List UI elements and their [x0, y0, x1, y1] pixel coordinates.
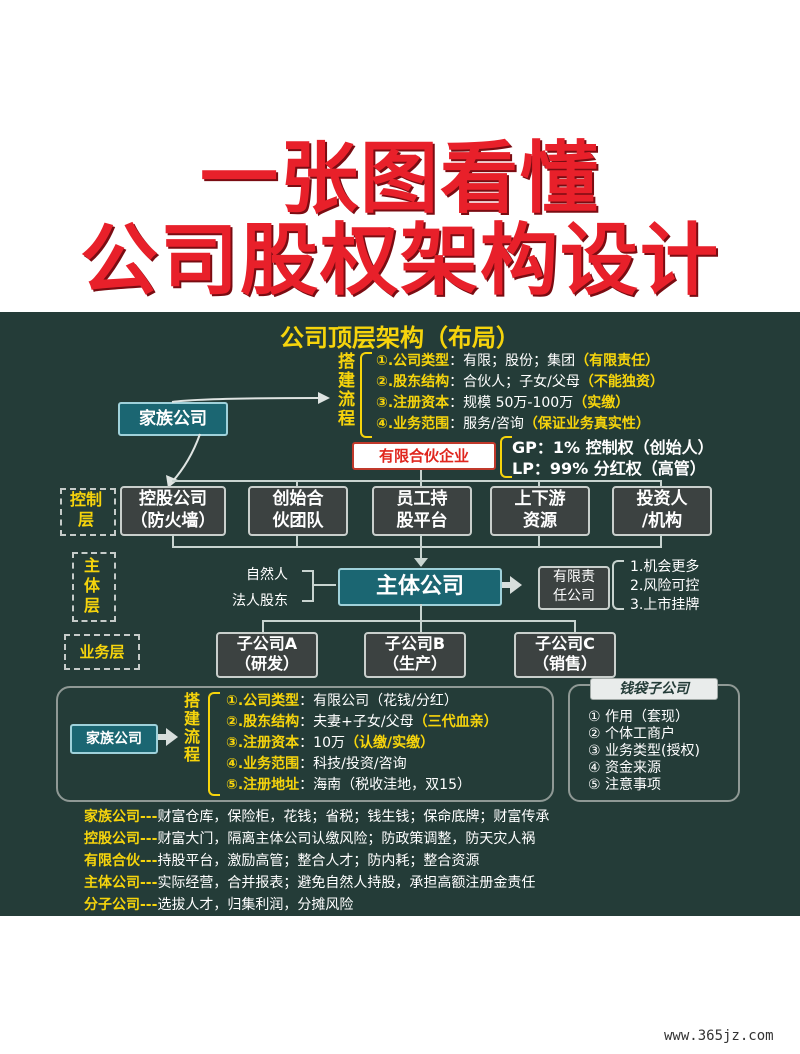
- wallet-item-4: ④ 资金来源: [588, 760, 662, 776]
- wallet-item-3: ③ 业务类型(授权): [588, 743, 700, 759]
- bottom-flow-item-4: ④.业务范围：科技/投资/咨询: [226, 756, 407, 772]
- business-layer-label: 业务层: [79, 643, 125, 661]
- family-company-box: 家族公司: [118, 402, 228, 436]
- subsidiary-b-box: 子公司B（生产）: [364, 632, 466, 678]
- legal-shareholder-label: 法人股东: [232, 593, 288, 609]
- top-flow-brace: [360, 352, 372, 438]
- summary-line-5: 分子公司---选拔人才，归集利润，分摊风险: [84, 897, 354, 913]
- founding-team-box: 创始合伙团队: [248, 486, 348, 536]
- top-flow-item-2: ②.股东结构：合伙人；子女/父母（不能独资）: [376, 374, 664, 390]
- main-company-box: 主体公司: [338, 568, 502, 606]
- benefit-1: 1.机会更多: [630, 559, 700, 575]
- board-heading: 公司顶层架构（布局）: [280, 324, 520, 352]
- gp-lp-brace: [500, 436, 512, 478]
- wallet-company-title: 钱袋子公司: [590, 678, 718, 700]
- main-layer-frame: [72, 552, 116, 622]
- summary-line-1: 家族公司---财富仓库，保险柜，花钱；省税；钱生钱；保命底牌；财富传承: [84, 809, 550, 825]
- title-line-1: 一张图看懂: [199, 134, 600, 224]
- subsidiary-c-box: 子公司C（销售）: [514, 632, 616, 678]
- benefit-3: 3.上市挂牌: [630, 597, 700, 613]
- wallet-item-5: ⑤ 注意事项: [588, 777, 662, 793]
- arrow-right-icon-2: [166, 728, 178, 746]
- lp-company-box: 有限合伙企业: [352, 442, 496, 470]
- main-layer-label: 主体层: [83, 556, 100, 615]
- bottom-flow-item-3: ③.注册资本：10万（认缴/实缴）: [226, 735, 435, 751]
- employee-platform-box: 员工持股平台: [372, 486, 472, 536]
- ltd-company-box: 有限责任公司: [538, 566, 610, 610]
- subsidiary-a-box: 子公司A（研发）: [216, 632, 318, 678]
- bottom-flow-item-1: ①.公司类型：有限公司（花钱/分红）: [226, 693, 458, 709]
- summary-line-3: 有限合伙---持股平台，激励高管；整合人才；防内耗；整合资源: [84, 853, 480, 869]
- family-company-box-2: 家族公司: [70, 724, 158, 754]
- wallet-item-2: ② 个体工商户: [588, 726, 676, 742]
- benefit-2: 2.风险可控: [630, 578, 700, 594]
- family-setup-panel: [56, 686, 554, 802]
- natural-person-label: 自然人: [246, 567, 288, 583]
- diagram-board: 公司顶层架构（布局） 搭建流程 ①.公司类型：有限；股份；集团（有限责任） ②.…: [0, 312, 800, 916]
- holding-company-box: 控股公司（防火墙）: [120, 486, 226, 536]
- upstream-downstream-box: 上下游资源: [490, 486, 590, 536]
- summary-line-4: 主体公司---实际经营，合并报表；避免自然人持股，承担高额注册金责任: [84, 875, 536, 891]
- gp-line: GP：1% 控制权（创始人）: [512, 438, 714, 457]
- top-flow-item-3: ③.注册资本：规模 50万-100万（实缴）: [376, 395, 630, 411]
- control-layer-frame: [60, 488, 116, 536]
- setup-flow-label-2: 搭建流程: [181, 692, 200, 764]
- control-layer-label: 控制层: [69, 490, 102, 529]
- bottom-flow-brace: [208, 692, 220, 796]
- top-flow-item-4: ④.业务范围：服务/咨询（保证业务真实性）: [376, 416, 650, 432]
- bottom-flow-item-2: ②.股东结构：夫妻+子女/父母（三代血亲）: [226, 714, 498, 730]
- lp-line: LP：99% 分红权（高管）: [512, 459, 706, 478]
- bottom-flow-item-5: ⑤.注册地址：海南（税收洼地，双15）: [226, 777, 471, 793]
- setup-flow-label: 搭建流程: [334, 352, 354, 428]
- business-layer-frame: [64, 634, 140, 670]
- investor-box: 投资人/机构: [612, 486, 712, 536]
- summary-line-2: 控股公司---财富大门，隔离主体公司认缴风险；防政策调整，防天灾人祸: [84, 831, 536, 847]
- top-flow-item-1: ①.公司类型：有限；股份；集团（有限责任）: [376, 353, 660, 369]
- watermark: www.365jz.com: [664, 1028, 774, 1044]
- wallet-item-1: ① 作用（套现）: [588, 709, 690, 725]
- arrow-right-icon: [510, 576, 522, 594]
- title-line-2: 公司股权架构设计: [79, 216, 720, 306]
